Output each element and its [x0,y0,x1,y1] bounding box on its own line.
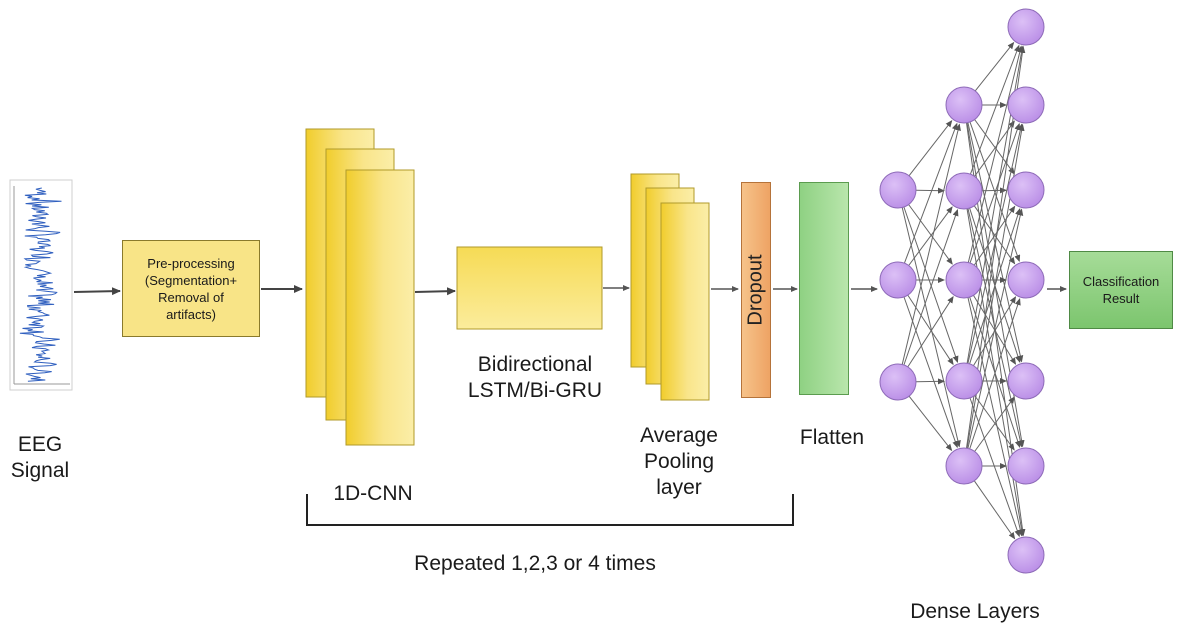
dense-node [945,447,983,485]
bilstm-label: Bidirectional LSTM/Bi-GRU [467,353,603,402]
bilstm-block [456,246,603,330]
dense-edge [967,45,1023,263]
cnn-block-3 [345,169,415,446]
dense-nodes [879,8,1045,574]
dense-edge [969,298,1021,450]
dense-edge [974,395,1015,451]
pooling-label: Average Pooling layer [640,424,718,499]
dense-node [1007,86,1045,124]
preprocessing-box: Pre-processing (Segmentation+ Removal of… [122,240,260,337]
dense-node [1007,447,1045,485]
cnn-label: 1D-CNN [333,482,413,505]
dense-node [1007,8,1045,46]
repeat-label: Repeated 1,2,3 or 4 times [414,552,656,575]
arrow-eeg-to-preprocess [73,287,121,296]
dense-edge [969,122,1021,264]
dense-node [1007,362,1045,400]
dense-node [945,261,983,299]
arrow-cnn-to-bilstm [414,287,456,296]
dense-edge [907,294,954,366]
dense-edge [907,295,954,368]
dense-edge [973,205,1016,265]
dense-edge [908,206,953,266]
dense-edge [903,122,958,264]
dense-edge [969,44,1020,175]
dense-node [1007,261,1045,299]
dense-edge [908,120,953,177]
repeat-bracket [306,494,794,526]
dense-edge [903,206,959,364]
dense-edge [973,205,1016,266]
pooling-stack [630,173,710,401]
dense-edge [967,208,1024,449]
dropout-block: Dropout [741,182,771,398]
dense-edge [974,41,1015,92]
dense-edge [969,296,1021,448]
dense-edge [903,296,959,449]
dense-edge [974,119,1015,175]
dense-node [945,172,983,210]
flatten-label: Flatten [799,426,865,449]
pooling-block-3 [660,202,710,401]
dense-edge [967,297,1024,537]
eeg-signal-label: EEG Signal [10,433,70,482]
dense-node [945,86,983,124]
flow-arrows [73,285,1067,296]
dense-edge [901,207,961,448]
dense-node [945,362,983,400]
dense-edge [903,208,959,366]
dense-node [1007,536,1045,574]
dense-edge [969,397,1021,538]
classification-result-box: Classification Result [1069,251,1173,329]
flatten-block [799,182,849,395]
eeg-trace [19,187,62,382]
dense-edge [973,480,1016,540]
dense-node [879,363,917,401]
dense-edge [969,121,1021,263]
dense-edge [974,396,1015,452]
dense-layers-label: Dense Layers [910,600,1040,623]
dense-edge [908,204,953,265]
dense-edge [901,123,961,365]
dense-node [1007,171,1045,209]
cnn-stack [305,128,415,446]
dropout-label: Dropout [744,254,767,326]
dense-edge [908,395,953,452]
eeg-signal-plot [9,179,73,391]
dense-node [879,261,917,299]
dense-edge [967,123,1024,364]
dense-node [879,171,917,209]
